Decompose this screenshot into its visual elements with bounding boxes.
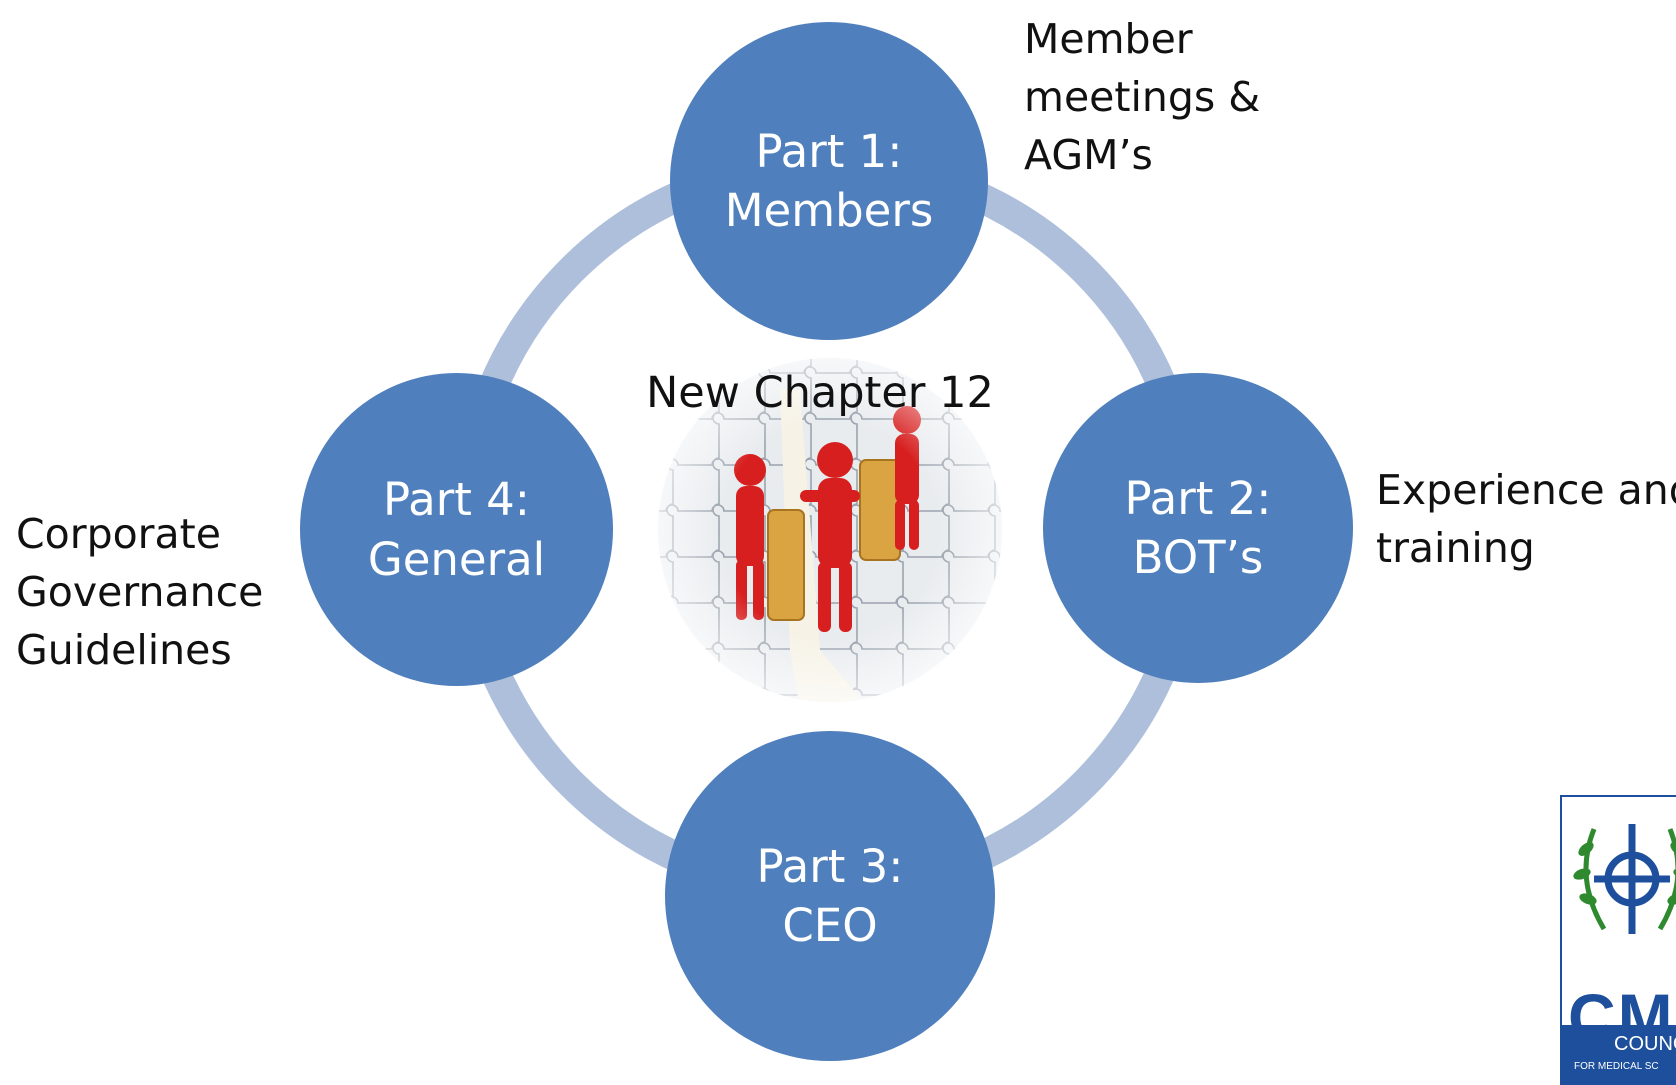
note-part-4-line: Corporate — [16, 510, 221, 558]
logo-band-line1: COUNC — [1614, 1033, 1676, 1055]
node-part-3-label: Part 3: — [756, 839, 904, 893]
node-part-2-label: Part 2: — [1124, 471, 1272, 525]
note-part-2-line: Experience and — [1376, 466, 1676, 514]
cms-logo: CM COUNC FOR MEDICAL SC — [1560, 795, 1676, 1085]
note-part-1-line: AGM’s — [1024, 131, 1153, 179]
note-part-4-line: Governance — [16, 568, 264, 616]
puzzle-scene — [658, 358, 1002, 702]
center-title: New Chapter 12 — [646, 368, 994, 418]
note-part-2-line: training — [1376, 524, 1535, 572]
note-part-1-line: meetings & — [1024, 73, 1261, 121]
node-part-1: Part 1: Members — [670, 22, 988, 340]
note-part-1: Member meetings & AGM’s — [1024, 10, 1260, 184]
note-part-2: Experience and training — [1376, 461, 1676, 577]
note-part-1-line: Member — [1024, 15, 1193, 63]
logo-band-line2: FOR MEDICAL SC — [1574, 1061, 1659, 1072]
note-part-4-line: Guidelines — [16, 626, 232, 674]
node-part-1-label: Part 1: — [755, 124, 903, 178]
node-part-4: Part 4: General — [300, 373, 613, 686]
node-part-1-title: Members — [724, 184, 934, 237]
node-part-4-title: General — [367, 532, 546, 586]
laurel-emblem-icon — [1573, 824, 1676, 934]
note-part-4: Corporate Governance Guidelines — [16, 505, 263, 679]
node-part-2: Part 2: BOT’s — [1043, 373, 1353, 683]
node-part-3: Part 3: CEO — [665, 731, 995, 1061]
node-part-2-title: BOT’s — [1132, 531, 1264, 584]
node-part-4-label: Part 4: — [383, 473, 530, 527]
logo-band: COUNC FOR MEDICAL SC — [1562, 1025, 1676, 1083]
center-image — [658, 358, 1002, 702]
node-part-3-title: CEO — [782, 899, 878, 952]
